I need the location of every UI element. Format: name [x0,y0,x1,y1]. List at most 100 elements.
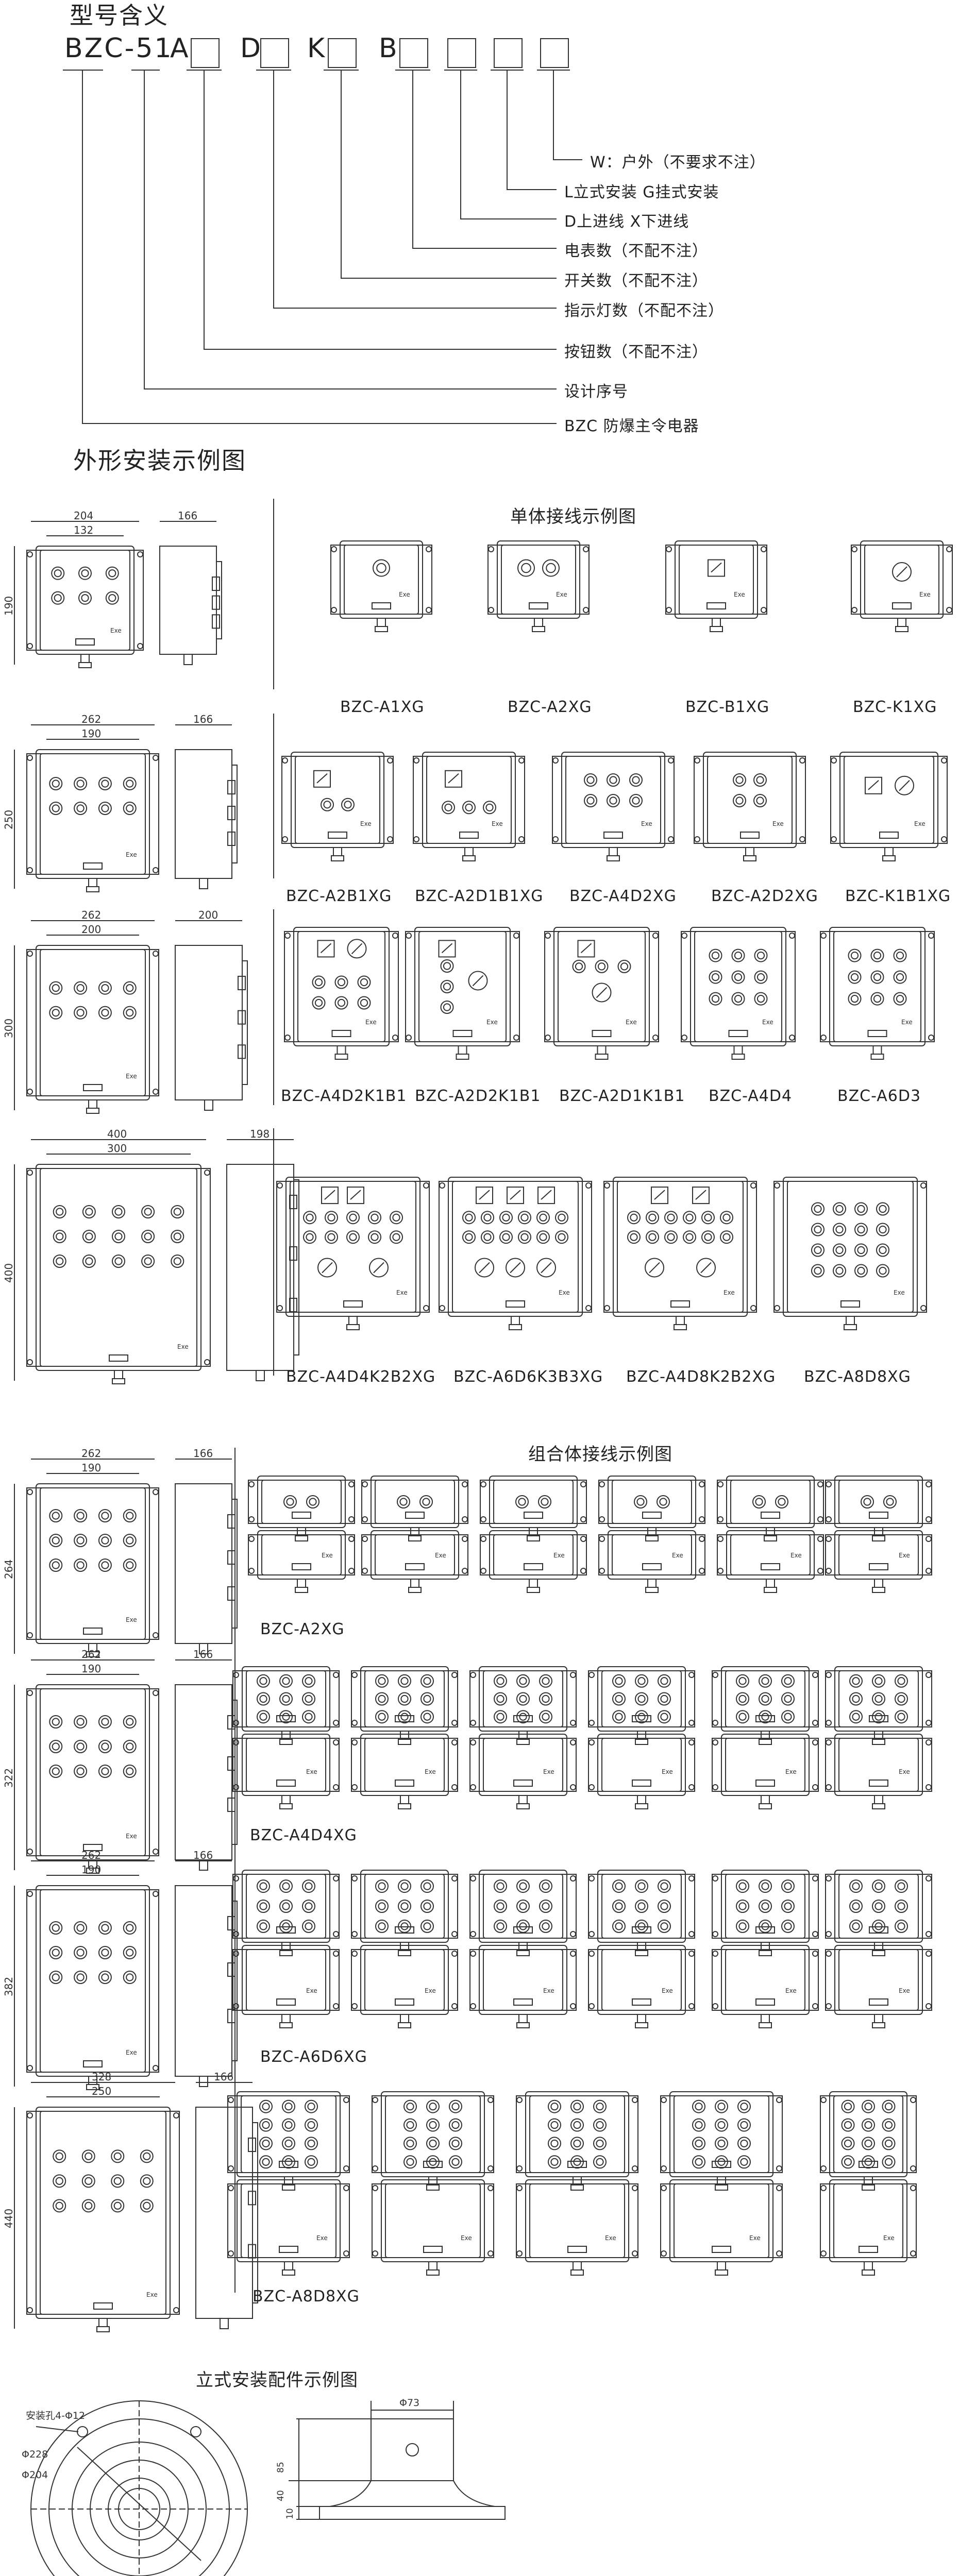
combined-enclosure-3-1: Exe [232,1870,340,2028]
dim-width-outer: 262 [81,1849,101,1861]
dim-width-inner: 190 [81,1663,101,1675]
combined-model-label: BZC-A4D4XG [250,1826,357,1844]
dim-depth: 166 [193,1849,213,1861]
exe-mark: Exe [883,2234,895,2242]
exe-mark: Exe [425,1987,436,1994]
dim-width-outer: 204 [74,510,93,522]
stand-side-drawing: Φ73 85 40 10 [276,2397,506,2520]
dim-width-outer: 262 [81,1648,101,1660]
exe-mark: Exe [762,1019,773,1026]
combined-enclosure-1-2: Exe [361,1476,468,1593]
exe-mark: Exe [543,1987,554,1994]
dim-height: 322 [3,1768,15,1788]
dim-height: 382 [3,1977,15,1996]
dim-depth: 166 [193,713,213,725]
meaning-mount: L立式安装 G挂式安装 [564,183,719,201]
dim-height: 400 [3,1263,15,1283]
exe-mark: Exe [899,1552,910,1559]
dim-depth: 166 [178,510,197,522]
stand-base-drawing: 安装孔4-Φ12 Φ228 Φ204 [22,2400,248,2576]
divider-combined [234,1448,235,2293]
dim-depth: 200 [198,909,218,921]
combined-enclosure-2-4: Exe [588,1666,695,1809]
dim-width-outer: 262 [81,713,101,725]
exe-mark: Exe [360,820,372,827]
install-title: 外形安装示例图 [73,447,246,474]
dim-height: 264 [3,1560,15,1579]
dim-height: 250 [3,810,15,829]
exe-mark: Exe [553,1552,565,1559]
single-enclosure-3-5: Exe [820,927,935,1060]
dim-depth: 166 [193,1648,213,1660]
meaning-button: 按钮数（不配不注） [564,343,708,361]
exe-mark: Exe [641,820,652,827]
single-enclosure-1-4: Exe [851,540,953,632]
exe-mark: Exe [556,591,567,598]
single-enclosure-1-1: Exe [330,540,432,632]
single-model-label: BZC-B1XG [685,698,770,716]
model-leader-lines [63,70,582,424]
exe-mark: Exe [772,820,784,827]
exe-mark: Exe [126,1616,137,1623]
combined-enclosure-1-5: Exe [717,1476,824,1593]
single-model-label: BZC-A6D3 [837,1087,921,1105]
meaning-outdoor: W：户外（不要求不注） [590,154,766,172]
single-enclosure-4-2: Exe [439,1177,592,1330]
exe-mark: Exe [894,1289,905,1296]
single-model-label: BZC-A2XG [508,698,592,716]
hole-note: 安装孔4-Φ12 [26,2410,85,2421]
combined-enclosure-4-4: Exe [660,2091,783,2276]
exe-mark: Exe [126,1833,137,1840]
single-enclosure-2-5: Exe [830,752,948,861]
meaning-lamp: 指示灯数（不配不注） [564,302,724,320]
dim-width-inner: 190 [81,727,101,740]
exe-mark: Exe [486,1019,498,1026]
single-model-label: BZC-A2B1XG [286,887,392,905]
exe-mark: Exe [672,1552,683,1559]
single-enclosure-2-3: Exe [552,752,675,861]
combined-title: 组合体接线示例图 [528,1444,672,1465]
exe-mark: Exe [901,1019,913,1026]
exe-mark: Exe [914,820,926,827]
dim-width-inner: 190 [81,1462,101,1474]
dim-85: 85 [276,2462,286,2473]
exe-mark: Exe [785,1987,797,1994]
single-enclosure-1-3: Exe [665,540,767,632]
combined-enclosure-4-2: Exe [372,2091,494,2276]
meaning-meter: 电表数（不配不注） [564,242,708,260]
dim-width-inner: 190 [81,1863,101,1876]
single-enclosure-3-3: Exe [544,927,659,1060]
dim-d204: Φ204 [22,2469,48,2481]
exe-mark: Exe [492,820,503,827]
code-slot-mount [447,38,476,68]
meaning-design: 设计序号 [564,383,628,401]
exe-mark: Exe [919,591,931,598]
model-code-base: BZC-51 [64,33,173,64]
combined-model-label: BZC-A8D8XG [253,2287,360,2306]
single-enclosure-4-1: Exe [276,1177,430,1330]
single-model-label: BZC-A1XG [340,698,425,716]
dim-width-inner: 132 [74,524,93,536]
single-title: 单体接线示例图 [510,506,636,527]
single-enclosure-4-3: Exe [603,1177,757,1330]
single-model-label: BZC-A4D2K1B1 [281,1087,407,1105]
dim-height: 190 [3,596,15,616]
exe-mark: Exe [435,1552,446,1559]
exe-mark: Exe [662,1987,673,1994]
combined-enclosure-2-6: Exe [825,1666,932,1809]
combined-enclosure-4-1: Exe [227,2091,350,2276]
exe-mark: Exe [734,591,745,598]
single-model-label: BZC-A4D4 [709,1087,793,1105]
meaning-entry: D上进线 X下进线 [564,213,689,231]
dim-depth: 198 [250,1128,270,1140]
dim-height: 300 [3,1019,15,1038]
combined-model-label: BZC-A6D6XG [260,2048,367,2066]
model-title: 型号含义 [70,2,169,29]
model-code-k: K [307,33,327,64]
dim-width-outer: 262 [81,909,101,921]
exe-mark: Exe [785,1768,797,1775]
combined-enclosure-2-3: Exe [469,1666,577,1809]
meaning-product: BZC 防爆主令电器 [564,417,699,435]
single-model-label: BZC-K1XG [853,698,937,716]
